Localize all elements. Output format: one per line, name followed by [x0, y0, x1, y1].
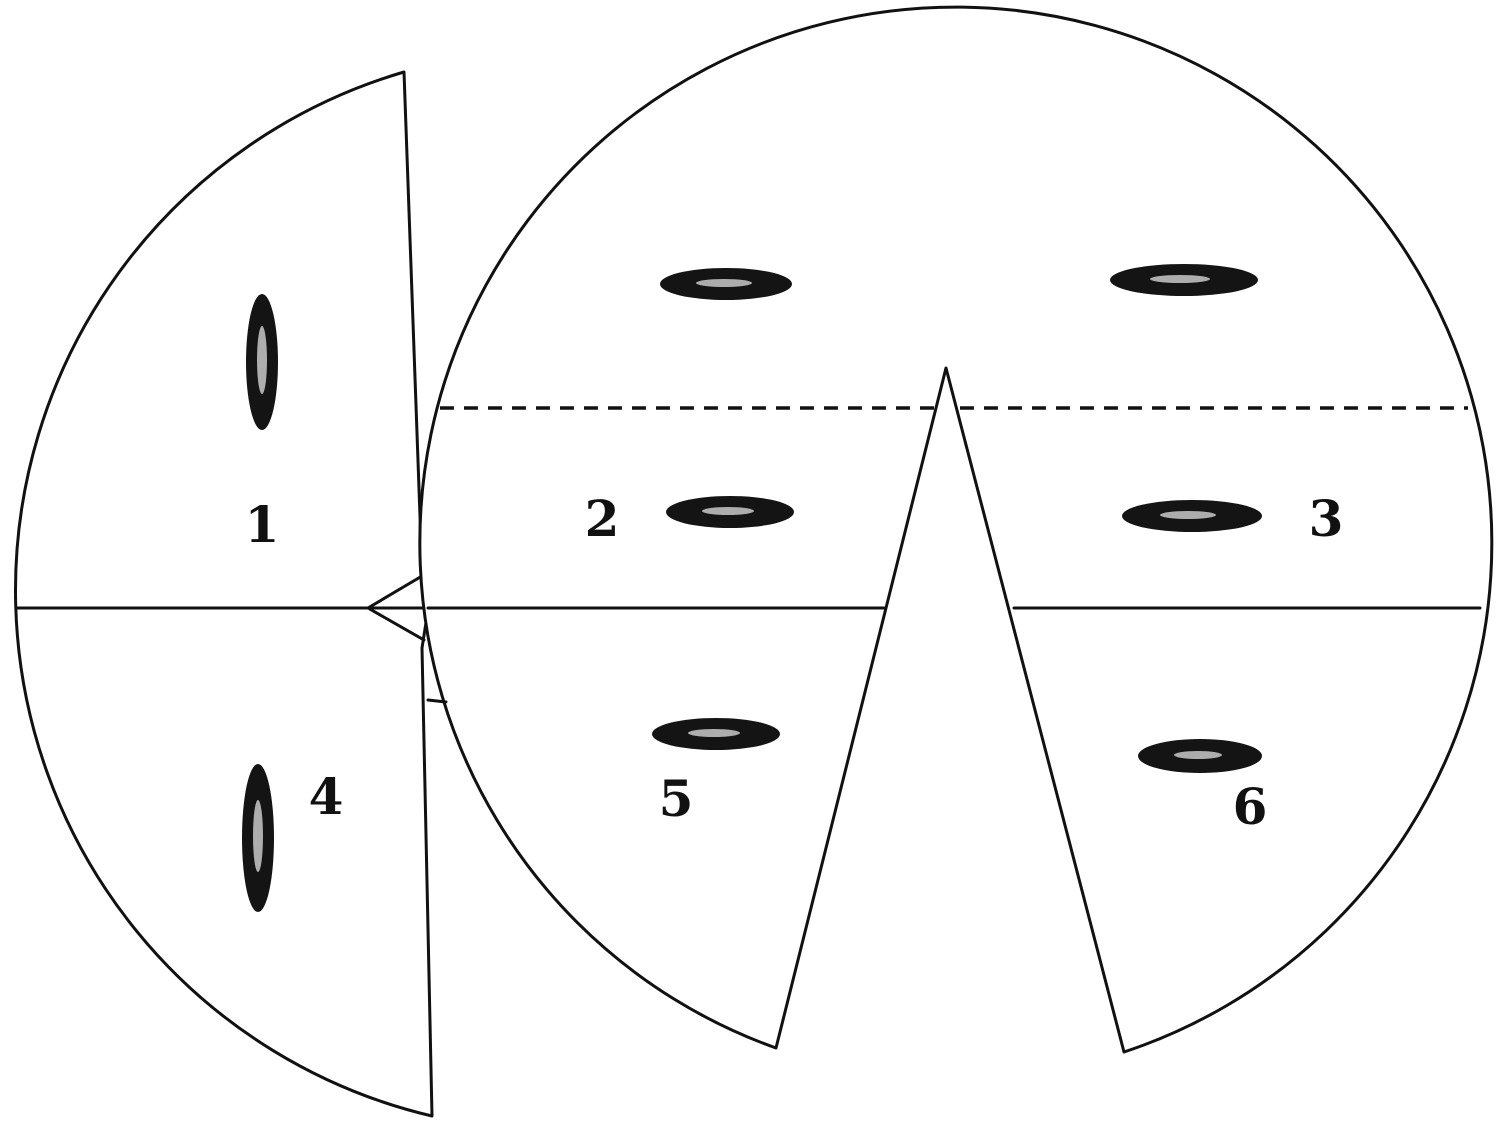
spot-3-highlight — [1160, 511, 1216, 519]
spot-1-highlight — [257, 326, 267, 394]
label-segment-6: 6 — [1233, 777, 1268, 836]
spot-5-highlight — [688, 729, 740, 737]
segment-labels: 1 2 3 4 5 6 — [245, 489, 1344, 836]
label-segment-3: 3 — [1309, 489, 1344, 548]
label-segment-5: 5 — [659, 769, 694, 828]
label-segment-1: 1 — [245, 495, 280, 554]
spot-top-left-highlight — [696, 279, 752, 287]
spot-2-highlight — [702, 507, 754, 515]
spot-6-highlight — [1174, 751, 1222, 759]
small-marker — [426, 698, 448, 704]
spot-4-highlight — [253, 800, 263, 872]
label-segment-2: 2 — [585, 489, 620, 548]
label-segment-4: 4 — [309, 767, 344, 826]
left-disc — [14, 70, 434, 1118]
left-disc-outline — [14, 70, 434, 1118]
spots — [242, 264, 1262, 912]
spot-top-right-highlight — [1150, 275, 1210, 283]
